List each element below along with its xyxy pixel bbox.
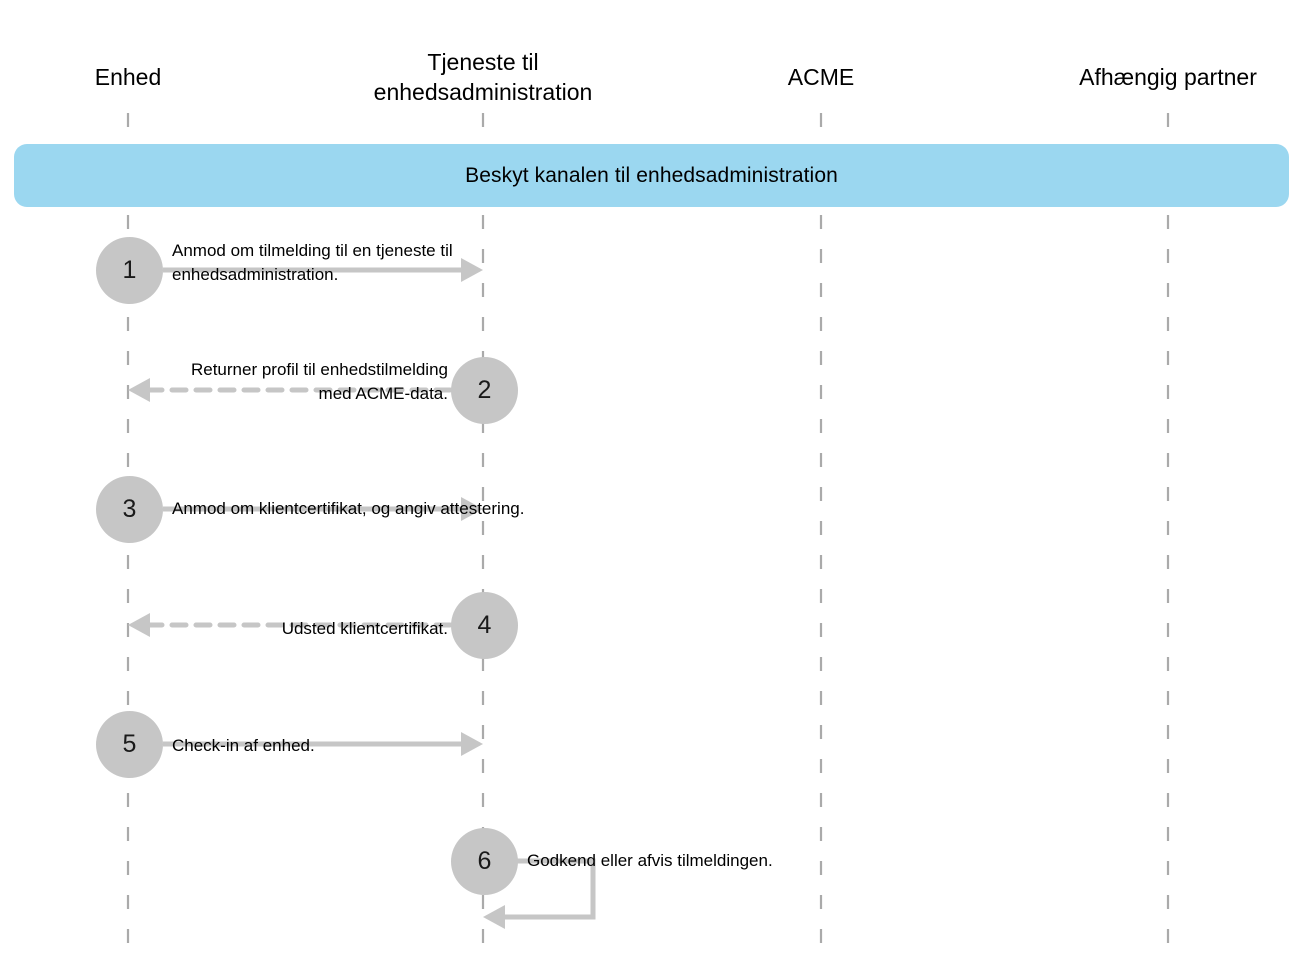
message-text-step-6: Godkend eller afvis tilmeldingen. [527, 851, 773, 870]
step-badge-6-number: 6 [477, 847, 492, 875]
message-label-step-6: Godkend eller afvis tilmeldingen. [527, 825, 947, 873]
message-label-step-3: Anmod om klientcertifikat, og angiv atte… [172, 473, 652, 521]
step-badge-5-number: 5 [122, 730, 137, 758]
lifeline-header-acme: ACME [721, 32, 921, 92]
step-badge-4-number: 4 [477, 611, 492, 639]
protect-channel-banner-label: Beskyt kanalen til enhedsadministration [465, 163, 838, 187]
lifeline-header-relying-partner: Afhængig partner [1038, 32, 1298, 92]
step-badge-5: 5 [96, 711, 163, 778]
message-text-step-1: Anmod om tilmelding til en tjeneste til … [172, 241, 453, 284]
lifeline-header-device-management-service: Tjeneste til enhedsadministration [333, 17, 633, 107]
message-text-step-2: Returner profil til enhedstilmelding med… [190, 360, 448, 403]
step-badge-6: 6 [451, 828, 518, 895]
lifeline-header-enhed-label: Enhed [94, 64, 162, 90]
step-badge-3: 3 [96, 476, 163, 543]
step-badge-2-number: 2 [477, 376, 492, 404]
lifeline-header-relying-partner-label: Afhængig partner [1079, 64, 1257, 90]
message-text-step-4: Udsted klientcertifikat. [281, 619, 448, 638]
message-label-step-2: Returner profil til enhedstilmelding med… [100, 334, 448, 406]
step-badge-4: 4 [451, 592, 518, 659]
step-badge-1-number: 1 [122, 256, 137, 284]
message-text-step-3: Anmod om klientcertifikat, og angiv atte… [172, 499, 525, 518]
message-text-step-5: Check-in af enhed. [172, 736, 315, 755]
step-badge-1: 1 [96, 237, 163, 304]
lifeline-header-device-management-service-label: Tjeneste til enhedsadministration [373, 49, 593, 105]
step-badge-3-number: 3 [122, 495, 137, 523]
lifeline-header-acme-label: ACME [787, 64, 855, 90]
lifeline-header-enhed: Enhed [28, 32, 228, 92]
protect-channel-banner: Beskyt kanalen til enhedsadministration [14, 144, 1289, 207]
message-label-step-5: Check-in af enhed. [172, 710, 572, 758]
message-label-step-1: Anmod om tilmelding til en tjeneste til … [172, 215, 592, 287]
step-badge-2: 2 [451, 357, 518, 424]
message-label-step-4: Udsted klientcertifikat. [150, 593, 448, 641]
